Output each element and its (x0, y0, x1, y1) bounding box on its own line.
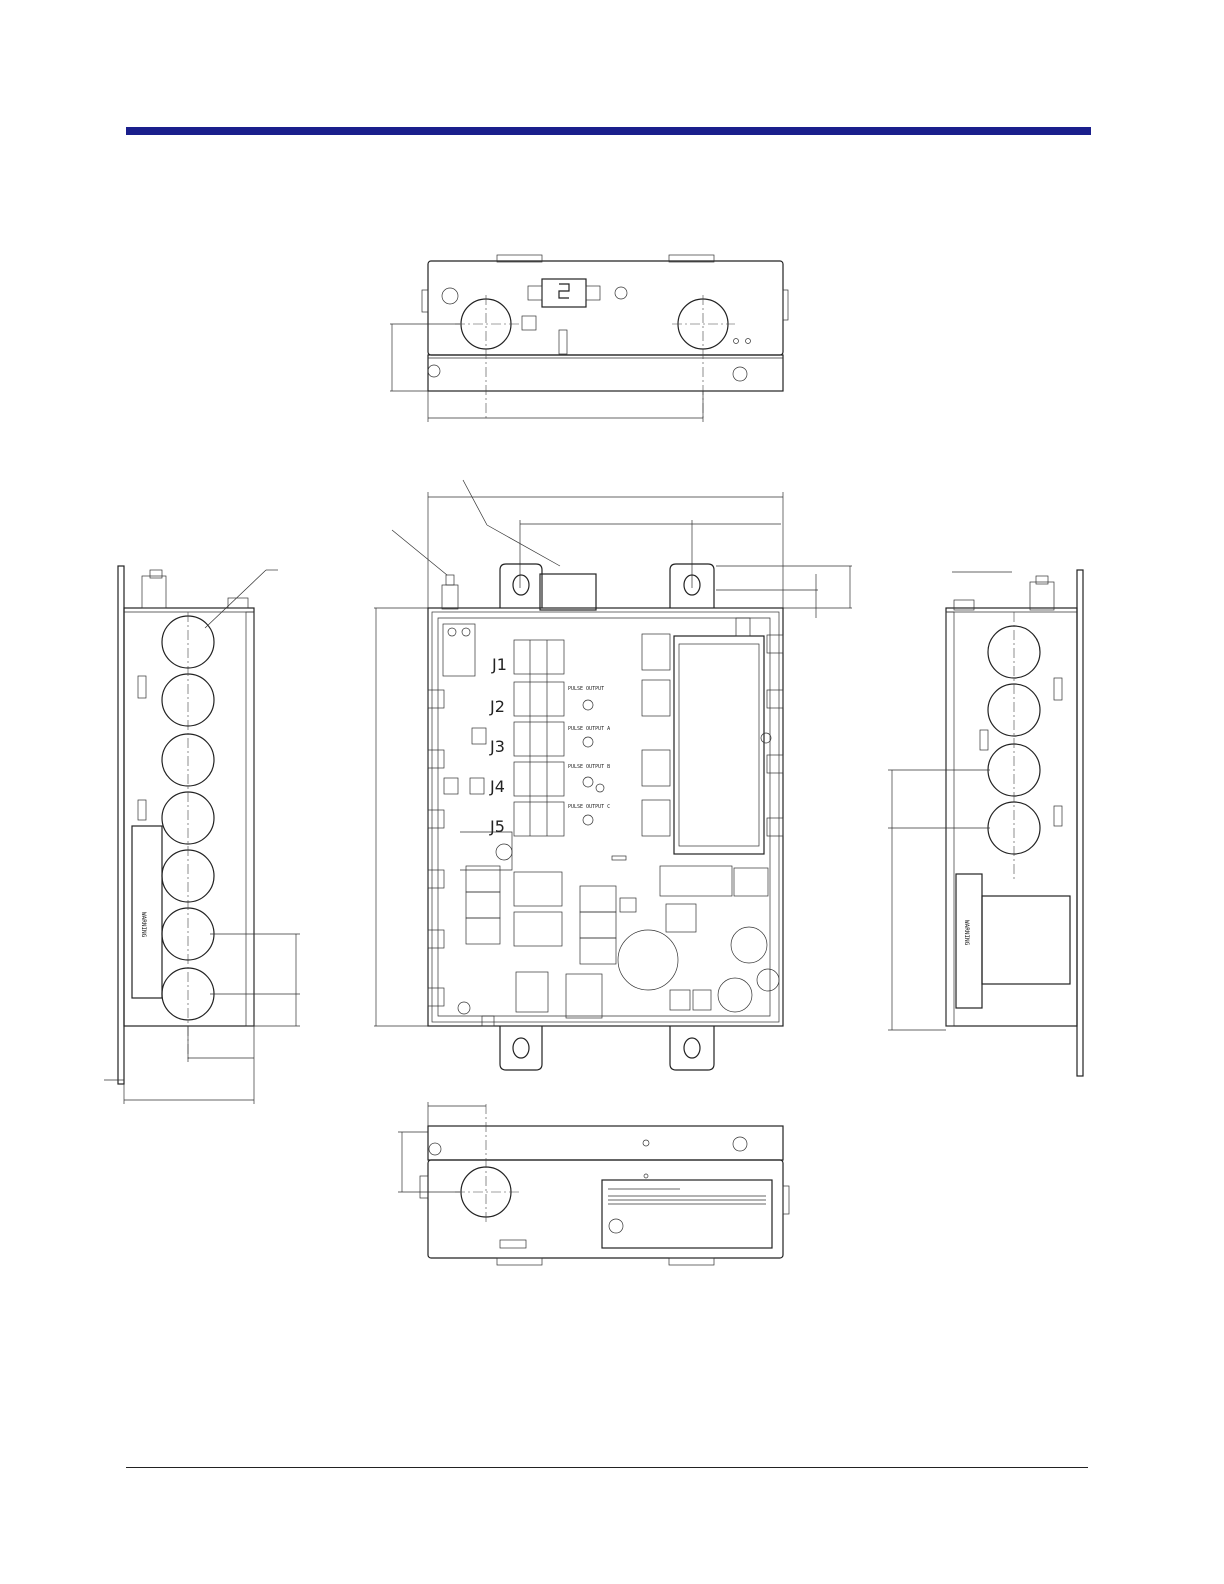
left-side-view: WARNING (104, 566, 300, 1104)
top-view (390, 255, 788, 422)
pulse-output-a-label: PULSE OUTPUT A (568, 726, 610, 732)
front-view: J1 J2 J3 J4 J5 PULSE OUTPUT PULSE OUTPUT… (374, 480, 852, 1070)
pulse-output-c-label: PULSE OUTPUT C (568, 804, 610, 810)
product-label (602, 1180, 772, 1248)
connector-j4-label: J4 (489, 777, 505, 796)
connector-j3-label: J3 (489, 737, 505, 756)
connector-j5-label: J5 (489, 817, 505, 836)
connector-j1-label: J1 (491, 655, 507, 674)
footer-rule (126, 1467, 1088, 1468)
left-warning-label: WARNING (140, 912, 147, 938)
right-side-view: WARNING (888, 570, 1083, 1076)
pulse-output-b-label: PULSE OUTPUT B (568, 764, 610, 770)
connector-j2-label: J2 (489, 697, 505, 716)
right-warning-label: WARNING (963, 920, 970, 946)
pulse-output-label: PULSE OUTPUT (568, 686, 604, 692)
bottom-view (398, 1102, 789, 1265)
